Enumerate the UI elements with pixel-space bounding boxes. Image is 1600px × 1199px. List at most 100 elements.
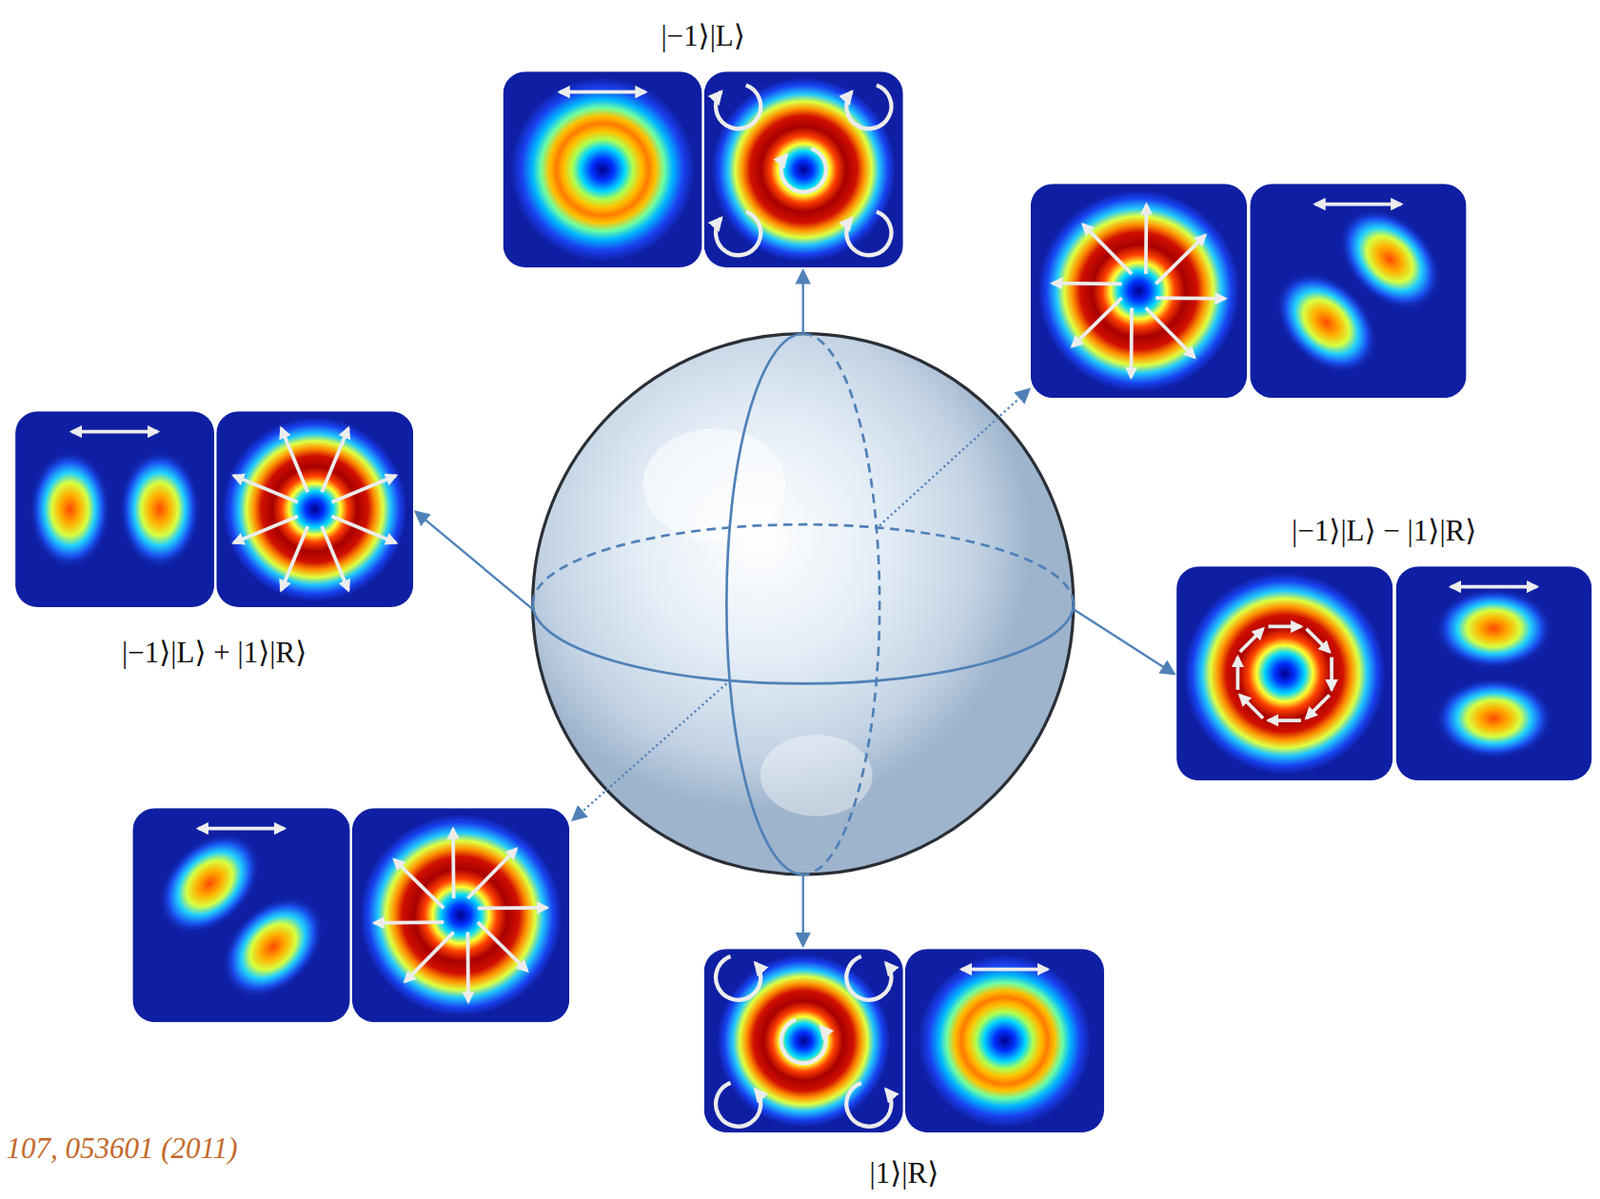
panel-ground (503, 71, 703, 268)
mode-panel (1249, 183, 1466, 398)
polarization-arrow (1268, 625, 1302, 630)
polarization-arrow (961, 967, 1047, 972)
state-label: |−1⟩|L⟩ (503, 18, 904, 54)
polarization-arrow (1052, 281, 1123, 286)
hidden-great-circle (803, 334, 880, 875)
panel-ground (216, 411, 414, 608)
circular-polarization (781, 1020, 827, 1065)
polarization-arrow (280, 526, 308, 591)
polarization-arrow (477, 922, 528, 971)
pointer-arrow (802, 271, 805, 334)
great-circle (726, 334, 803, 875)
polarization-arrow (477, 906, 548, 910)
mode-lobe (118, 450, 201, 569)
mode-panel (1396, 566, 1593, 781)
mode-lobe (29, 450, 112, 569)
state-label: |1⟩|R⟩ (704, 1155, 1105, 1191)
circular-polarization (715, 956, 761, 1001)
polarization-arrow (394, 859, 444, 909)
circular-polarization (715, 84, 761, 129)
polarization-arrow (1240, 694, 1264, 718)
mode-panel (503, 71, 703, 268)
polarization-arrow (1129, 308, 1134, 378)
panel-ground (1249, 183, 1466, 398)
mode-ring (918, 954, 1091, 1127)
circular-polarization (846, 1083, 891, 1127)
mode-ring (717, 954, 890, 1127)
panel-ground (352, 808, 570, 1023)
panel-ground (1396, 566, 1593, 781)
polarization-arrow (1305, 694, 1329, 718)
mode-panel (132, 808, 350, 1023)
mode-panel (704, 948, 904, 1133)
mode-ring (711, 77, 896, 261)
polarization-arrow (332, 516, 396, 544)
panel-ground (704, 71, 904, 268)
polarization-arrow (1305, 629, 1329, 652)
circular-polarization (715, 1083, 761, 1127)
polarization-arrow (1236, 657, 1241, 691)
mode-lobe (1434, 677, 1553, 760)
circular-polarization (846, 84, 891, 129)
mode-panel (905, 948, 1105, 1133)
polarization-arrow (1240, 629, 1264, 652)
mode-ring (1038, 190, 1241, 393)
polarization-arrow (234, 516, 298, 544)
polarization-arrow (332, 475, 396, 503)
polarization-arrow (321, 526, 349, 591)
polarization-arrow (198, 827, 285, 831)
polarization-arrow (467, 849, 516, 899)
citation: 107, 053601 (2011) (5, 1130, 238, 1166)
polarization-arrow (559, 90, 646, 95)
polarization-arrow (321, 428, 349, 493)
polarization-arrow (1083, 224, 1132, 275)
polarization-arrow (1155, 296, 1225, 300)
mode-panel (352, 808, 570, 1023)
mode-ring (222, 416, 407, 601)
great-circle (533, 604, 1074, 685)
panel-ground (1030, 183, 1247, 398)
mode-lobe (202, 876, 345, 1019)
polarization-arrow (1155, 235, 1205, 284)
panel-ground (15, 411, 215, 608)
polarization-arrow (1072, 297, 1123, 347)
state-node: |−1⟩|L⟩ (503, 18, 904, 268)
pointer-arrow (1073, 609, 1174, 674)
circular-polarization (781, 148, 827, 193)
panel-ground (1176, 566, 1393, 781)
hidden-great-circle (533, 524, 1074, 605)
panel-ground (132, 808, 350, 1023)
pointer-arrow (879, 390, 1029, 527)
mode-ring (510, 77, 694, 261)
mode-ring (359, 814, 562, 1017)
circular-polarization (846, 956, 891, 1001)
polarization-arrow (466, 932, 471, 1003)
polarization-arrow (374, 920, 444, 925)
mode-lobe (1434, 588, 1553, 671)
polarization-arrow (1315, 202, 1402, 207)
panel-ground (905, 948, 1105, 1133)
mode-panel (1030, 183, 1247, 398)
sphere-body (533, 334, 1074, 875)
state-label: |−1⟩|L⟩ − |1⟩|R⟩ (1176, 513, 1592, 549)
highlight (642, 428, 786, 541)
polarization-arrow (451, 829, 455, 899)
circular-polarization (846, 211, 891, 256)
circular-polarization (715, 211, 761, 256)
mode-panel (216, 411, 414, 608)
mode-ring (1184, 572, 1386, 775)
pointer-arrow (415, 512, 533, 610)
state-node: |−1⟩|L⟩ + |1⟩|R⟩ (15, 411, 414, 671)
polarization-arrow (234, 475, 298, 503)
mode-panel (15, 411, 215, 608)
polarization-arrow (405, 932, 455, 983)
state-node: |−1⟩|L⟩ − |1⟩|R⟩ (1176, 513, 1592, 781)
state-node: |1⟩|R⟩ (704, 948, 1105, 1191)
panel-ground (704, 948, 904, 1133)
state-label: |−1⟩|L⟩ + |1⟩|R⟩ (15, 634, 414, 671)
polarization-arrow (1450, 585, 1537, 590)
polarization-arrow (1145, 308, 1195, 358)
polarization-arrow (1329, 657, 1334, 691)
